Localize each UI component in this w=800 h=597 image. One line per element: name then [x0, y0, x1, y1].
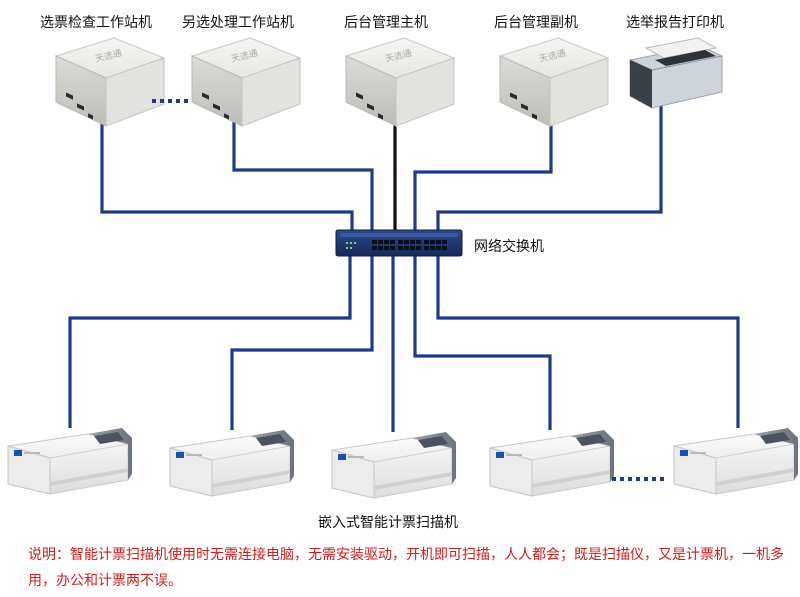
network-switch: [335, 229, 463, 257]
server-main-box: [345, 37, 455, 127]
cable-printer: [436, 98, 663, 232]
cable-server-backup: [413, 98, 553, 232]
label-printer: 选举报告打印机: [626, 15, 724, 31]
cable-scanner-5: [436, 254, 740, 428]
cable-scanner-1: [68, 254, 352, 428]
label-switch: 网络交换机: [474, 239, 544, 255]
label-server-main: 后台管理主机: [344, 15, 428, 31]
more-scanners-dots: [612, 477, 664, 481]
server-backup-box: [499, 37, 609, 127]
label-ws-process: 另选处理工作站机: [182, 15, 294, 31]
cable-scanner-2: [230, 254, 374, 430]
label-scanner: 嵌入式智能计票扫描机: [318, 515, 458, 531]
scanner-5: [673, 427, 799, 495]
printer: [629, 37, 723, 109]
lower-cables: [68, 254, 740, 432]
note-text: 说明：智能计票扫描机使用时无需连接电脑，无需安装驱动，开机即可扫描，人人都会；既…: [28, 547, 784, 589]
scanner-3: [331, 431, 457, 499]
more-workstations-dots: [152, 99, 188, 103]
label-server-backup: 后台管理副机: [494, 15, 578, 31]
scanner-1: [7, 427, 133, 495]
scanner-4: [489, 429, 615, 497]
ws-process-box: [191, 37, 301, 127]
cable-scanner-4: [413, 254, 552, 430]
scanner-2: [169, 429, 295, 497]
label-ws-check: 选票检查工作站机: [40, 15, 152, 31]
cable-ws-check: [100, 98, 354, 232]
cable-ws-process: [232, 98, 374, 232]
ws-check-box: [55, 37, 165, 127]
